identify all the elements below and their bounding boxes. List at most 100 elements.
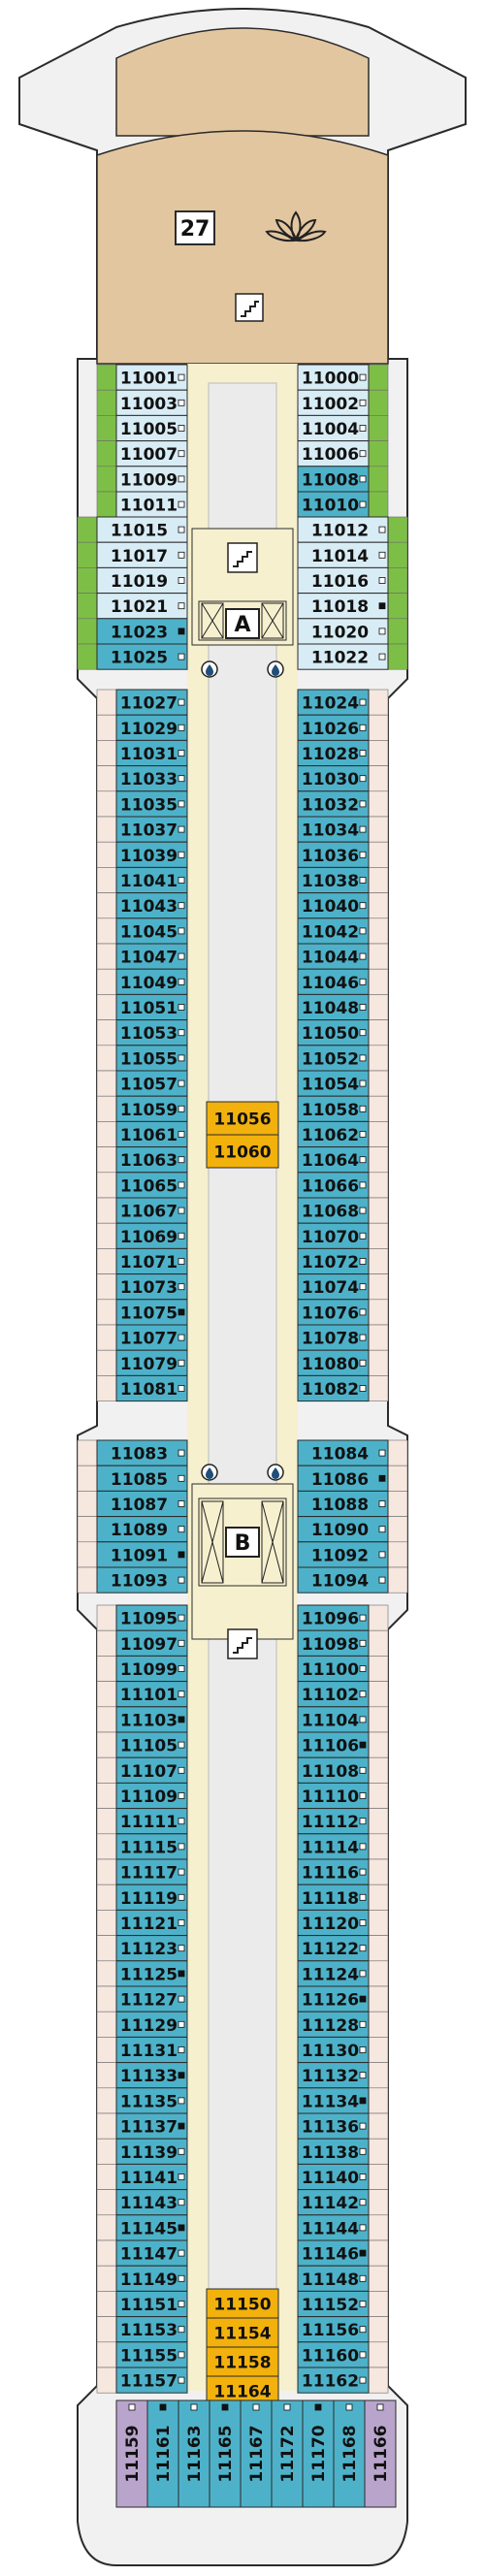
cabin[interactable]: 11035 bbox=[96, 790, 188, 818]
cabin[interactable]: 11136 bbox=[297, 2112, 389, 2140]
cabin[interactable]: 11135 bbox=[96, 2087, 188, 2114]
cabin[interactable]: 11088 bbox=[297, 1490, 408, 1518]
cabin[interactable]: 11041 bbox=[96, 866, 188, 894]
cabin[interactable]: 11061 bbox=[96, 1120, 188, 1148]
cabin[interactable]: 11144 bbox=[297, 2214, 389, 2241]
cabin[interactable]: 11004 bbox=[297, 414, 389, 442]
cabin[interactable]: 11034 bbox=[297, 816, 389, 843]
cabin[interactable]: 11036 bbox=[297, 841, 389, 868]
suite[interactable]: 11154 bbox=[206, 2317, 279, 2348]
cabin[interactable]: 11078 bbox=[297, 1324, 389, 1351]
cabin[interactable]: 11140 bbox=[297, 2163, 389, 2191]
cabin[interactable]: 11139 bbox=[96, 2138, 188, 2165]
stern-cabin[interactable]: 11167 bbox=[240, 2399, 273, 2508]
cabin[interactable]: 11119 bbox=[96, 1884, 188, 1911]
cabin[interactable]: 11080 bbox=[297, 1349, 389, 1376]
cabin[interactable]: 11077 bbox=[96, 1324, 188, 1351]
cabin[interactable]: 11050 bbox=[297, 1019, 389, 1046]
cabin[interactable]: 11151 bbox=[96, 2290, 188, 2318]
cabin[interactable]: 11072 bbox=[297, 1247, 389, 1275]
cabin[interactable]: 11128 bbox=[297, 2011, 389, 2038]
cabin[interactable]: 11033 bbox=[96, 765, 188, 792]
stern-cabin[interactable]: 11161 bbox=[146, 2399, 179, 2508]
cabin[interactable]: 11014 bbox=[297, 541, 408, 568]
cabin[interactable]: 11146 bbox=[297, 2239, 389, 2267]
stern-cabin[interactable]: 11159 bbox=[115, 2399, 148, 2508]
cabin[interactable]: 11100 bbox=[297, 1655, 389, 1683]
cabin[interactable]: 11118 bbox=[297, 1884, 389, 1911]
cabin[interactable]: 11085 bbox=[77, 1465, 188, 1492]
cabin[interactable]: 11071 bbox=[96, 1247, 188, 1275]
cabin[interactable]: 11015 bbox=[77, 516, 188, 543]
suite[interactable]: 11150 bbox=[206, 2288, 279, 2319]
suite[interactable]: 11060 bbox=[206, 1134, 279, 1169]
suite[interactable]: 11056 bbox=[206, 1101, 279, 1136]
cabin[interactable]: 11026 bbox=[297, 714, 389, 741]
cabin[interactable]: 11133 bbox=[96, 2062, 188, 2089]
cabin[interactable]: 11040 bbox=[297, 892, 389, 919]
suite[interactable]: 11158 bbox=[206, 2346, 279, 2377]
cabin[interactable]: 11062 bbox=[297, 1120, 389, 1148]
cabin[interactable]: 11042 bbox=[297, 918, 389, 945]
cabin[interactable]: 11016 bbox=[297, 566, 408, 595]
cabin[interactable]: 11064 bbox=[297, 1146, 389, 1174]
cabin[interactable]: 11129 bbox=[96, 2011, 188, 2038]
cabin[interactable]: 11028 bbox=[297, 739, 389, 767]
cabin[interactable]: 11058 bbox=[297, 1095, 389, 1122]
cabin[interactable]: 11101 bbox=[96, 1681, 188, 1708]
cabin[interactable]: 11099 bbox=[96, 1655, 188, 1683]
stern-cabin[interactable]: 11170 bbox=[302, 2399, 335, 2508]
cabin[interactable]: 11029 bbox=[96, 714, 188, 741]
cabin[interactable]: 11152 bbox=[297, 2290, 389, 2318]
cabin[interactable]: 11019 bbox=[77, 566, 188, 595]
cabin[interactable]: 11048 bbox=[297, 993, 389, 1021]
cabin[interactable]: 11057 bbox=[96, 1070, 188, 1097]
cabin[interactable]: 11145 bbox=[96, 2214, 188, 2241]
cabin[interactable]: 11038 bbox=[297, 866, 389, 894]
cabin[interactable]: 11022 bbox=[297, 643, 408, 670]
cabin[interactable]: 11044 bbox=[297, 943, 389, 970]
cabin[interactable]: 11114 bbox=[297, 1833, 389, 1860]
cabin[interactable]: 11070 bbox=[297, 1222, 389, 1249]
cabin[interactable]: 11093 bbox=[77, 1566, 188, 1594]
cabin[interactable]: 11141 bbox=[96, 2163, 188, 2191]
cabin[interactable]: 11091 bbox=[77, 1541, 188, 1568]
cabin[interactable]: 11125 bbox=[96, 1960, 188, 1987]
cabin[interactable]: 11031 bbox=[96, 739, 188, 767]
cabin[interactable]: 11007 bbox=[96, 440, 188, 467]
cabin[interactable]: 11096 bbox=[297, 1604, 389, 1631]
cabin[interactable]: 11094 bbox=[297, 1566, 408, 1594]
cabin[interactable]: 11111 bbox=[96, 1808, 188, 1835]
cabin[interactable]: 11092 bbox=[297, 1541, 408, 1568]
cabin[interactable]: 11006 bbox=[297, 440, 389, 467]
stern-cabin[interactable]: 11165 bbox=[209, 2399, 242, 2508]
cabin[interactable]: 11010 bbox=[297, 491, 389, 518]
cabin[interactable]: 11155 bbox=[96, 2341, 188, 2368]
cabin[interactable]: 11017 bbox=[77, 541, 188, 568]
cabin[interactable]: 11124 bbox=[297, 1960, 389, 1987]
cabin[interactable]: 11032 bbox=[297, 790, 389, 818]
cabin[interactable]: 11012 bbox=[297, 516, 408, 543]
cabin[interactable]: 11126 bbox=[297, 1985, 389, 2012]
cabin[interactable]: 11104 bbox=[297, 1706, 389, 1733]
cabin[interactable]: 11102 bbox=[297, 1681, 389, 1708]
cabin[interactable]: 11087 bbox=[77, 1490, 188, 1518]
cabin[interactable]: 11018 bbox=[297, 593, 408, 620]
cabin[interactable]: 11046 bbox=[297, 968, 389, 995]
cabin[interactable]: 11138 bbox=[297, 2138, 389, 2165]
cabin[interactable]: 11009 bbox=[96, 466, 188, 493]
cabin[interactable]: 11149 bbox=[96, 2265, 188, 2292]
cabin[interactable]: 11148 bbox=[297, 2265, 389, 2292]
cabin[interactable]: 11024 bbox=[297, 689, 389, 716]
cabin[interactable]: 11081 bbox=[96, 1374, 188, 1402]
cabin[interactable]: 11051 bbox=[96, 993, 188, 1021]
cabin[interactable]: 11059 bbox=[96, 1095, 188, 1122]
cabin[interactable]: 11156 bbox=[297, 2316, 389, 2343]
cabin[interactable]: 11020 bbox=[297, 618, 408, 645]
cabin[interactable]: 11021 bbox=[77, 593, 188, 620]
cabin[interactable]: 11076 bbox=[297, 1299, 389, 1326]
cabin[interactable]: 11112 bbox=[297, 1808, 389, 1835]
cabin[interactable]: 11106 bbox=[297, 1731, 389, 1758]
cabin[interactable]: 11134 bbox=[297, 2087, 389, 2114]
cabin[interactable]: 11082 bbox=[297, 1374, 389, 1402]
